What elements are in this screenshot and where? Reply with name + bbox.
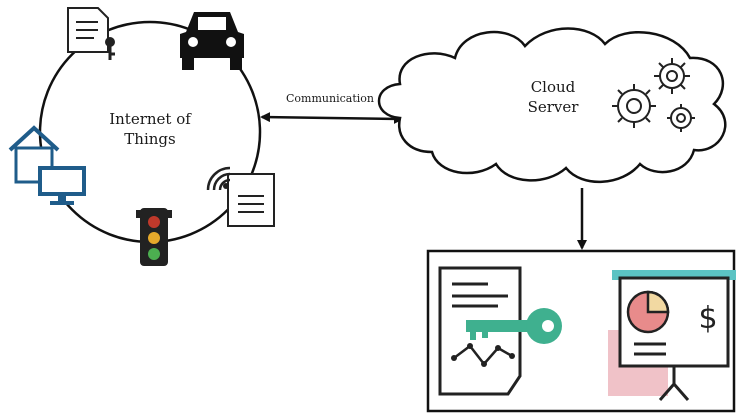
cloud-shape	[377, 27, 727, 183]
cloud-label: Cloud Server	[508, 77, 598, 117]
communication-label: Communication	[286, 92, 374, 105]
iot-label: Internet of Things	[88, 109, 212, 149]
report-key-icon	[438, 266, 562, 396]
gear-icon	[612, 58, 695, 132]
cloud-label-line2: Server	[527, 98, 579, 116]
cloud-label-line1: Cloud	[530, 78, 576, 96]
communication-arrow	[260, 112, 404, 124]
wifi-document-icon	[206, 166, 275, 227]
car-icon	[180, 12, 244, 70]
iot-label-line2: Things	[124, 130, 176, 148]
monitor-icon	[38, 166, 86, 205]
presentation-board-icon: $	[608, 270, 736, 401]
document-key-icon	[67, 7, 115, 60]
svg-text:$: $	[698, 301, 717, 336]
traffic-light-icon	[136, 208, 172, 266]
iot-label-line1: Internet of	[109, 110, 191, 128]
